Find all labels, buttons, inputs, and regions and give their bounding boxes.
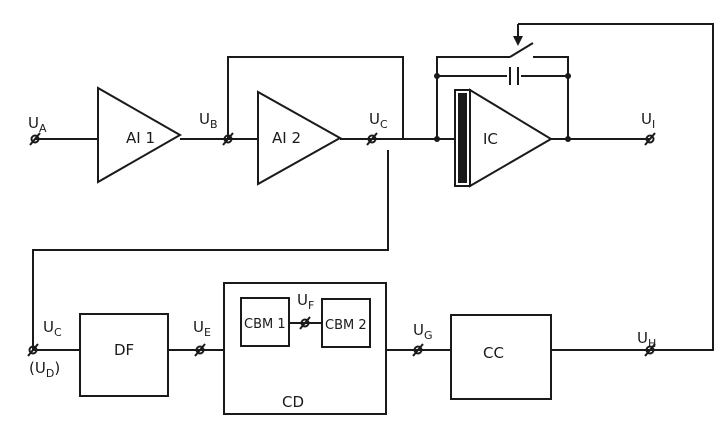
terminal-ue [194, 343, 206, 357]
block-cbm1 [240, 297, 290, 347]
label-uc-top: UC [369, 110, 388, 131]
label-ui: UI [641, 110, 655, 131]
switch-blade [509, 42, 534, 58]
label-ud: (UD) [29, 359, 60, 380]
wire-uc-down [32, 150, 389, 350]
terminals [27, 132, 656, 357]
top-row-wires [32, 23, 714, 351]
terminal-ua [29, 132, 41, 146]
label-uc-bottom: UC [43, 318, 62, 339]
integrator-bar [458, 93, 467, 183]
terminal-ug [412, 343, 424, 357]
ai2-label: AI 2 [272, 129, 301, 147]
integrator-ic: IC [454, 88, 553, 188]
block-cd: CBM 1 CBM 2 CD [223, 282, 387, 415]
terminal-ub [222, 132, 234, 146]
block-cbm2 [321, 298, 371, 348]
terminal-ui [644, 132, 656, 146]
cc-label: CC [483, 344, 504, 362]
switch-arrow [513, 36, 523, 46]
junction-cap-left [434, 73, 440, 79]
label-ua: UA [28, 114, 47, 135]
terminal-uc-bottom [27, 343, 39, 357]
terminal-uf [299, 316, 311, 330]
amplifier-ai1: AI 1 [97, 86, 183, 184]
wire-feedback-loop [227, 56, 404, 140]
junction-cap-right [565, 73, 571, 79]
wire-switch-left [436, 56, 510, 76]
amplifier-ai2: AI 2 [257, 90, 343, 186]
label-ug: UG [413, 321, 433, 342]
label-ue: UE [193, 318, 211, 339]
label-ub: UB [199, 110, 218, 131]
junction-ic-input [434, 136, 440, 142]
wire-switch-right [533, 56, 569, 76]
wire-cap-right [521, 75, 569, 139]
block-cc: CC [450, 314, 552, 400]
cbm1-label: CBM 1 [244, 317, 286, 332]
block-df: DF [79, 313, 169, 397]
terminal-uc-top [366, 132, 378, 146]
cd-label: CD [282, 393, 304, 411]
junction-ic-output [565, 136, 571, 142]
ai1-label: AI 1 [126, 129, 155, 147]
label-uf: UF [297, 291, 314, 312]
cbm2-label: CBM 2 [325, 318, 367, 333]
df-label: DF [114, 341, 134, 359]
label-uh: UH [637, 329, 656, 350]
ic-label: IC [483, 130, 498, 148]
capacitor [509, 67, 519, 85]
wire-control-return [518, 23, 714, 351]
terminal-uh [644, 343, 656, 357]
